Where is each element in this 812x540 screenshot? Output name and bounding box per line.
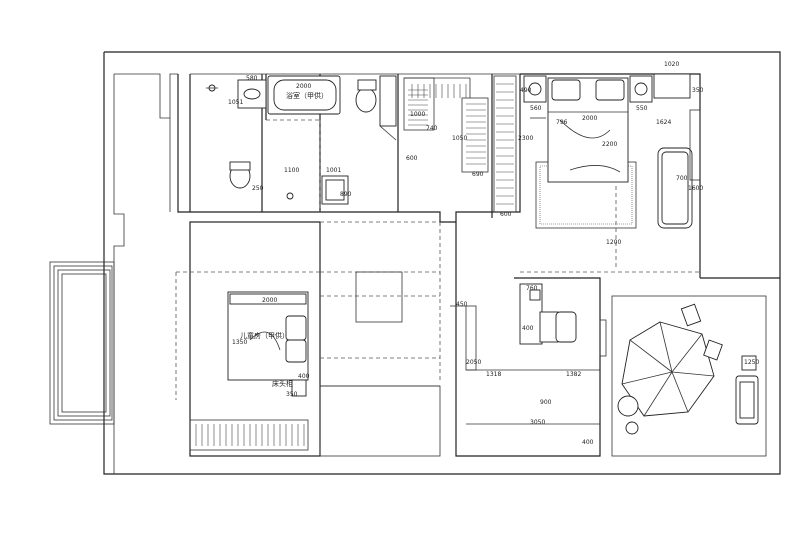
dim-label: 1100 xyxy=(284,167,299,174)
bedside-label: 床头柜 xyxy=(272,379,293,388)
dim-label: 1250 xyxy=(744,359,759,366)
dim-label: 1000 xyxy=(410,111,425,118)
dim-label: 490 xyxy=(520,87,532,94)
dim-label: 2000 xyxy=(296,83,311,90)
child-bedroom xyxy=(175,221,321,457)
terrace xyxy=(611,277,780,457)
study xyxy=(450,222,607,457)
closets xyxy=(403,75,517,213)
dim-label: 400 xyxy=(298,373,310,380)
bathroom-label: 浴室（甲供） xyxy=(286,91,328,100)
master-bedroom xyxy=(520,73,701,278)
dim-label: 1382 xyxy=(566,371,581,378)
dim-label: 1020 xyxy=(664,61,679,68)
dim-label: 1624 xyxy=(656,119,671,126)
dim-label: 690 xyxy=(472,171,484,178)
dim-label: 1350 xyxy=(232,339,247,346)
top-rooms xyxy=(177,73,521,223)
dim-label: 796 xyxy=(556,119,568,126)
dim-label: 2000 xyxy=(582,115,597,122)
dim-label: 350 xyxy=(692,87,704,94)
dim-label: 900 xyxy=(540,399,552,406)
central-hall xyxy=(319,221,441,457)
child-bedroom-label: 儿童房（甲供） xyxy=(240,331,289,340)
dim-label: 1318 xyxy=(486,371,501,378)
dim-label: 890 xyxy=(340,191,352,198)
left-balcony xyxy=(49,261,115,425)
dim-label: 400 xyxy=(522,325,534,332)
dim-label: 550 xyxy=(636,105,648,112)
dim-label: 450 xyxy=(456,301,468,308)
room-labels: 浴室（甲供） 儿童房（甲供） 床头柜 xyxy=(240,91,328,388)
dim-label: 760 xyxy=(526,285,538,292)
dim-label: 1050 xyxy=(452,135,467,142)
dim-label: 3050 xyxy=(530,419,545,426)
dim-label: 250 xyxy=(252,185,264,192)
dim-label: 400 xyxy=(582,439,594,446)
dim-label: 700 xyxy=(676,175,688,182)
outer-walls xyxy=(103,51,781,475)
dim-label: 600 xyxy=(406,155,418,162)
dim-label: 600 xyxy=(500,211,512,218)
dim-label: 560 xyxy=(530,105,542,112)
dim-label: 2200 xyxy=(602,141,617,148)
bathroom-fixtures xyxy=(206,75,397,205)
dim-label: 350 xyxy=(286,391,298,398)
dim-label: 1200 xyxy=(606,239,621,246)
dim-label: 1001 xyxy=(326,167,341,174)
dim-label: 740 xyxy=(426,125,438,132)
dim-label: 1051 xyxy=(228,99,243,106)
dim-label: 2000 xyxy=(262,297,277,304)
dim-label: 580 xyxy=(246,75,258,82)
dimensions: 580 2000 1100 1001 890 600 740 1000 1050… xyxy=(228,61,759,446)
dim-label: 2300 xyxy=(518,135,533,142)
dim-label: 2050 xyxy=(466,359,481,366)
dim-label: 1600 xyxy=(688,185,703,192)
